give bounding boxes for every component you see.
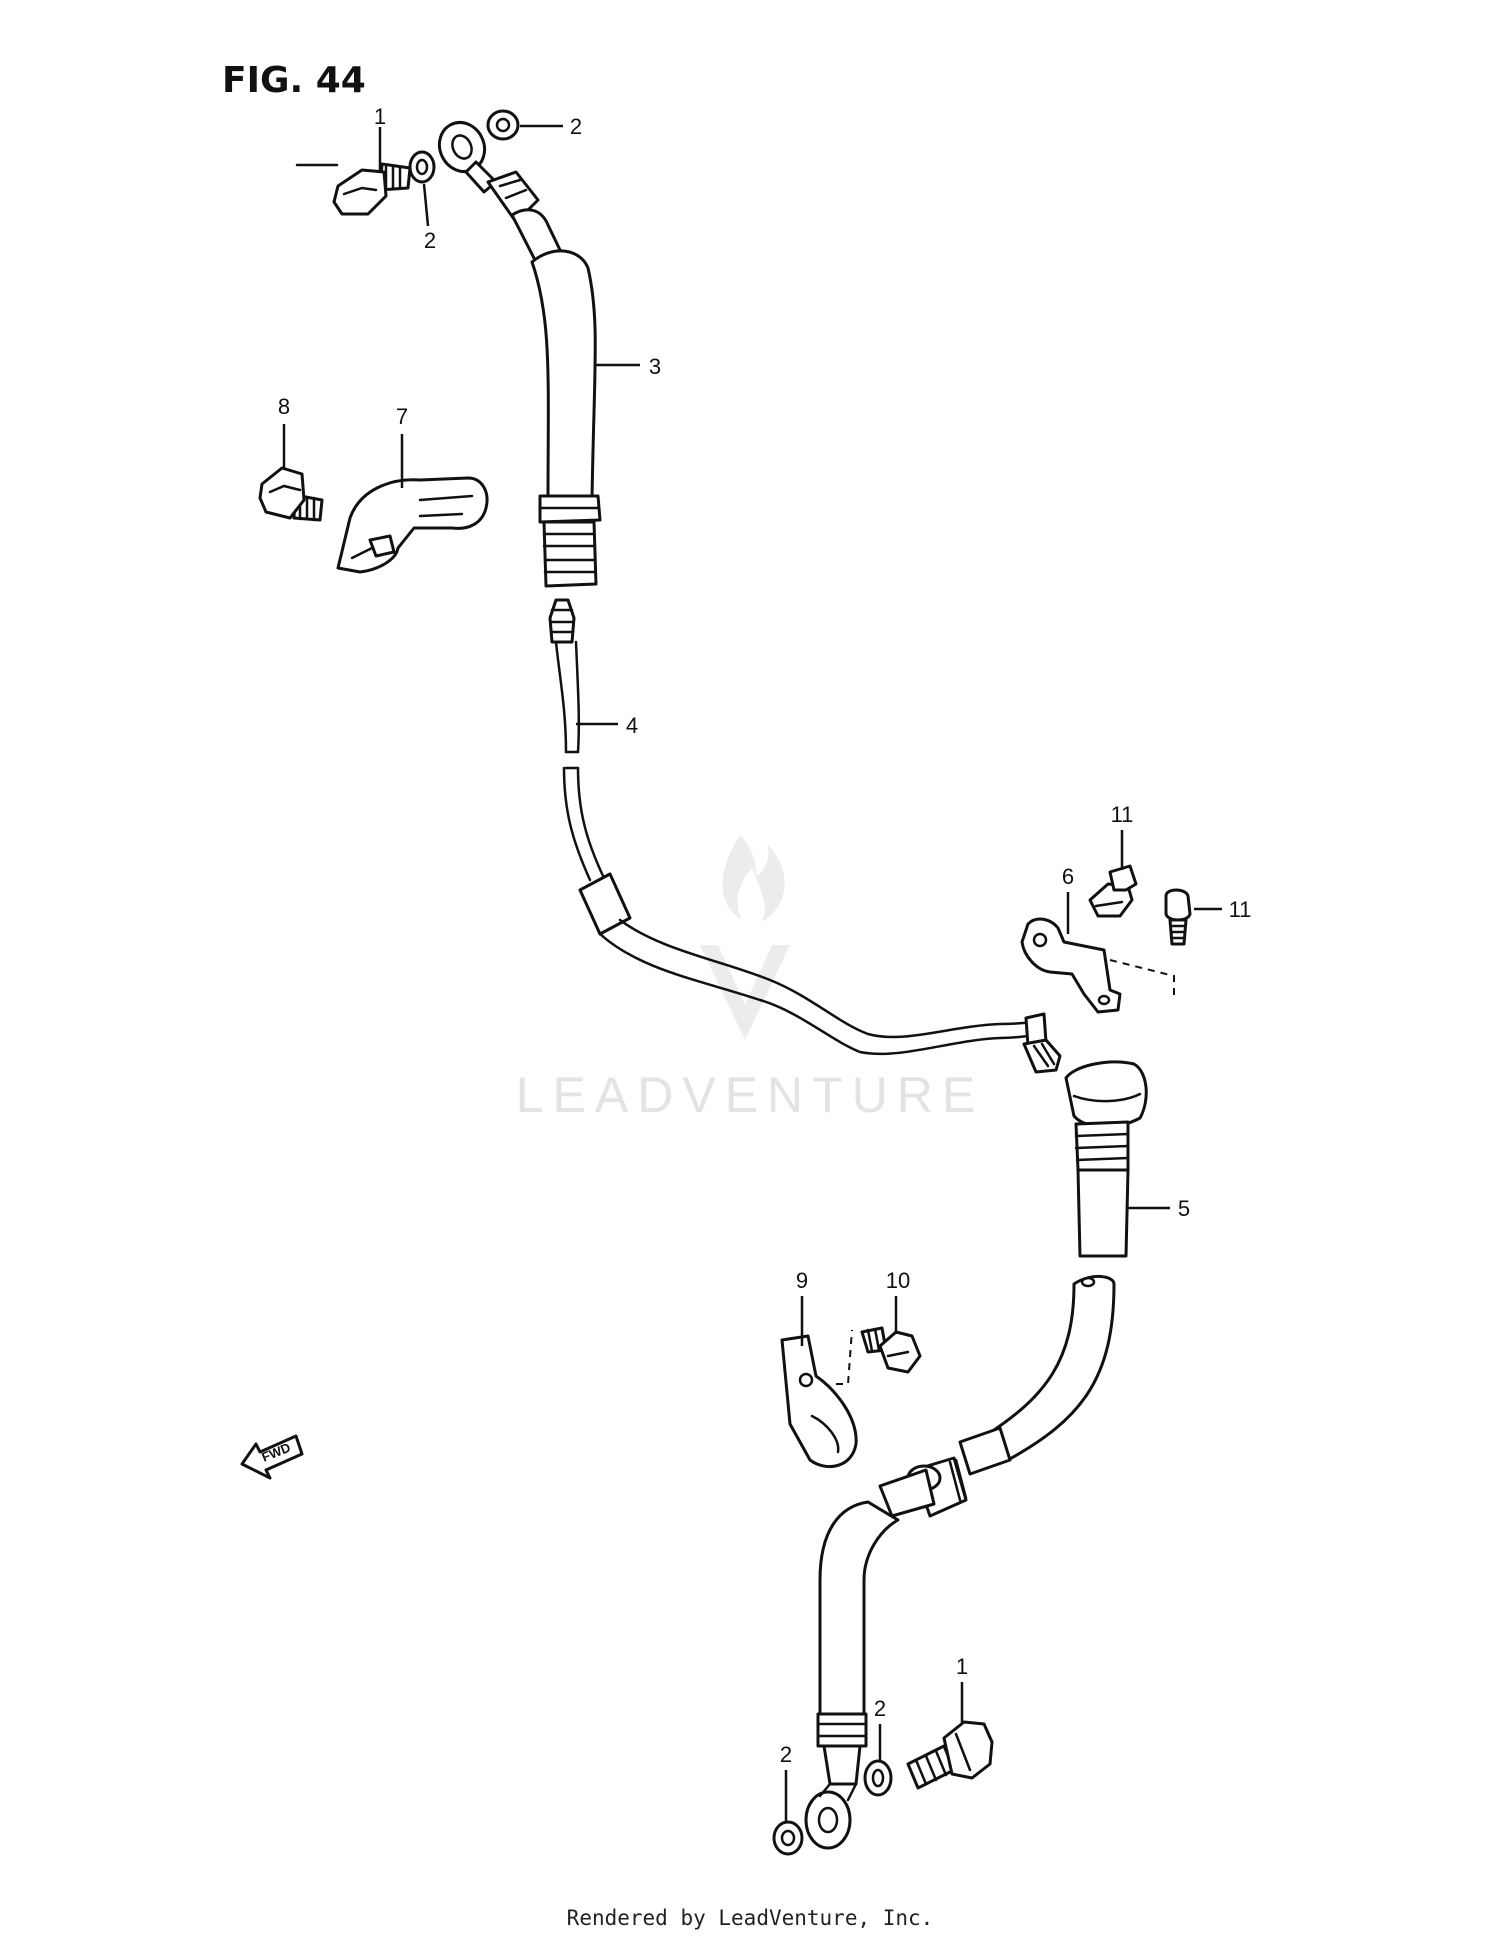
bracket-bolt-b	[1164, 888, 1192, 946]
callout-5: 5	[1128, 1196, 1190, 1221]
svg-text:1: 1	[956, 1654, 968, 1679]
svg-text:7: 7	[396, 404, 408, 429]
callout-2-top-a: 2	[422, 183, 436, 253]
leadventure-watermark: LEADVENTURE	[516, 835, 985, 1123]
svg-text:2: 2	[570, 114, 582, 139]
callout-2-bottom-a: 2	[780, 1742, 792, 1822]
svg-text:8: 8	[278, 394, 290, 419]
figure-title: FIG. 44	[222, 60, 366, 101]
pipe-bracket	[1020, 917, 1175, 1014]
callout-2-bottom-b: 2	[874, 1696, 886, 1760]
callout-6: 6	[1062, 864, 1074, 934]
watermark-text: LEADVENTURE	[516, 1067, 985, 1123]
bracket-bolt-a	[1088, 864, 1138, 918]
upper-brake-hose	[437, 121, 602, 588]
forward-arrow-icon: FWD	[240, 1434, 304, 1480]
banjo-bolt-bottom	[906, 1720, 994, 1790]
svg-text:10: 10	[886, 1268, 910, 1293]
banjo-bolt-top	[295, 162, 412, 216]
svg-text:1: 1	[374, 104, 386, 129]
svg-text:3: 3	[649, 354, 661, 379]
callout-10: 10	[886, 1268, 910, 1334]
svg-text:9: 9	[796, 1268, 808, 1293]
svg-text:4: 4	[626, 713, 638, 738]
lower-clamp-bolt	[860, 1326, 922, 1374]
svg-text:6: 6	[1062, 864, 1074, 889]
lower-clamp	[780, 1329, 858, 1469]
footer-credit: Rendered by LeadVenture, Inc.	[566, 1906, 934, 1930]
svg-text:2: 2	[780, 1742, 792, 1767]
callout-8: 8	[278, 394, 290, 470]
callout-1-top: 1	[374, 104, 386, 170]
callout-7: 7	[396, 404, 408, 488]
callout-11-b: 11	[1194, 897, 1251, 922]
svg-text:5: 5	[1178, 1196, 1190, 1221]
clamp-bolt	[258, 466, 324, 522]
svg-text:11: 11	[1111, 802, 1134, 827]
lower-brake-hose	[804, 1060, 1148, 1850]
callout-2-top-b: 2	[520, 114, 582, 139]
callout-3: 3	[594, 354, 661, 379]
washer-bottom-a	[772, 1820, 804, 1856]
brake-pipe	[548, 598, 1062, 1074]
washer-bottom-b	[863, 1759, 893, 1797]
washer-top-b	[486, 109, 520, 141]
svg-text:2: 2	[424, 228, 436, 253]
svg-text:2: 2	[874, 1696, 886, 1721]
washer-top-a	[408, 150, 436, 184]
callout-1-bottom: 1	[956, 1654, 968, 1724]
callout-11-a: 11	[1111, 802, 1134, 870]
svg-text:11: 11	[1229, 897, 1252, 922]
callout-4: 4	[576, 713, 638, 738]
callout-9: 9	[796, 1268, 808, 1346]
hose-clamp	[336, 476, 489, 574]
